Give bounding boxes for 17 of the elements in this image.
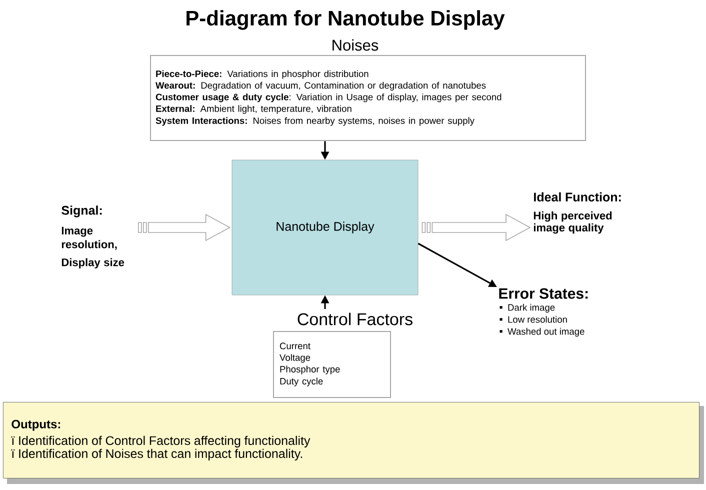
node-label: Piece-to-Piece: Variations in phosphor distribution xyxy=(156,70,368,79)
node-label: System Interactions: Noises from nearby systems, noises in power supply xyxy=(156,117,474,126)
block-arrow xyxy=(138,214,231,242)
outputs-box: Outputs: ï Identification of Control Factors affecting functionality ï Identification of Noises that can impact functionality. xyxy=(3,402,704,484)
input-text: Signal: Image resolution, Display size xyxy=(62,206,124,268)
heading: Control Factors xyxy=(298,312,412,326)
block-arrow xyxy=(422,214,531,242)
error-list: Error States: Dark image Low resolution Washed out image xyxy=(499,288,588,337)
output-text: Ideal Function: High perceived image quality xyxy=(534,192,621,234)
node-label: Customer usage & duty cycle: Variation in Usage of display, images per second xyxy=(156,93,502,102)
process-box: Nanotube Display xyxy=(232,160,418,296)
node-label: Wearout: Degradation of vacuum, Contamination or degradation of nanotubes xyxy=(156,82,486,91)
factors-box: Current Voltage Phosphor type Duty cycle xyxy=(273,331,391,398)
heading: Noises xyxy=(332,39,378,51)
noises-box: Piece-to-Piece: Variations in phosphor distribution Wearout: Degradation of vacuum, Contamination or degradation of nanotubes Customer usage & duty cycle: Variation in Usage of display, images per second External: Ambient light, temperature, vibration System Interactions: Noises from nearby systems, noises in power supply xyxy=(150,55,586,141)
node-label: External: Ambient light, temperature, vibration xyxy=(156,105,352,114)
title: P-diagram for Nanotube Display xyxy=(186,10,505,30)
